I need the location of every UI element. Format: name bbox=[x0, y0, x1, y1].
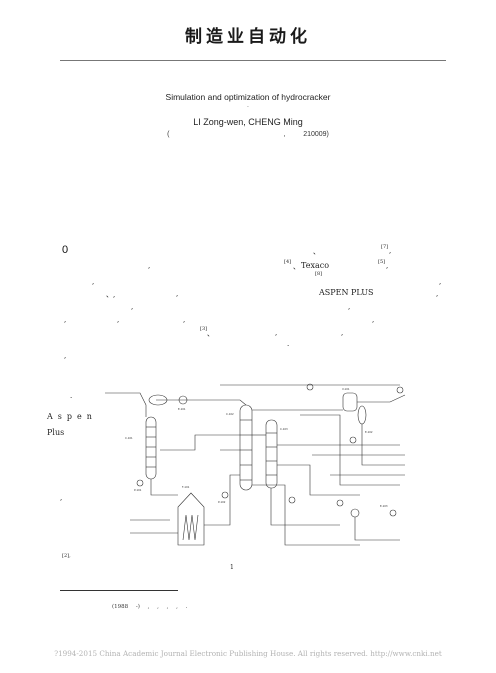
title-separator-dot: . bbox=[247, 103, 249, 109]
paper-affiliation: ( , 210009) bbox=[0, 131, 496, 138]
label-e101: E-101 bbox=[178, 407, 186, 411]
frag-dot-2: . bbox=[70, 392, 73, 400]
texaco: Texaco bbox=[301, 261, 330, 270]
drum-v103 bbox=[357, 405, 367, 425]
ref-5: [5] bbox=[378, 259, 386, 265]
affiliation-sep: , bbox=[283, 131, 286, 138]
ref-4: [4] bbox=[284, 259, 292, 265]
label-p101: P-101 bbox=[134, 488, 142, 492]
column-c102 bbox=[239, 404, 253, 491]
exchanger-e104 bbox=[350, 508, 360, 518]
footnote-rule bbox=[60, 590, 178, 591]
pump-p102 bbox=[221, 491, 229, 499]
label-c103: C-103 bbox=[280, 427, 288, 431]
frag-comma-9: , bbox=[348, 303, 351, 311]
figure-number: 1 bbox=[230, 564, 234, 571]
frag-comma-3: , bbox=[386, 262, 389, 270]
drum-v101 bbox=[342, 392, 358, 412]
pump-p103 bbox=[288, 496, 296, 504]
ref-7: [7] bbox=[381, 244, 389, 250]
frag-ideo-comma-1: 、 bbox=[313, 248, 320, 256]
frag-comma-17: , bbox=[60, 494, 63, 502]
column-c101 bbox=[145, 416, 157, 480]
label-c101: C-101 bbox=[125, 436, 133, 440]
paper-title: Simulation and optimization of hydrocrac… bbox=[165, 92, 331, 102]
exchanger-e106 bbox=[349, 436, 357, 444]
frag-comma-14: , bbox=[275, 329, 278, 337]
journal-masthead: 制造业自动化 bbox=[185, 27, 311, 47]
label-c102: C-102 bbox=[226, 412, 234, 416]
process-flow-diagram: C-101 C-102 C-103 E-101 F-101 P-101 V-10… bbox=[105, 383, 406, 546]
label-p102: P-102 bbox=[218, 500, 226, 504]
frag-comma-6: , bbox=[176, 290, 179, 298]
affiliation-open: ( bbox=[167, 131, 170, 138]
column-c103 bbox=[265, 419, 278, 489]
label-e103: E-103 bbox=[380, 504, 388, 508]
frag-ideo-comma-3: 、, bbox=[106, 291, 116, 299]
label-e102: E-102 bbox=[365, 430, 373, 434]
aspen-side-1: Aspen bbox=[47, 412, 97, 421]
frag-dot-1: . bbox=[287, 340, 290, 348]
frag-ideo-comma-4: 、 bbox=[207, 330, 214, 338]
pump-p104 bbox=[336, 499, 344, 507]
frag-comma-2: , bbox=[148, 262, 151, 270]
frag-comma-7: , bbox=[436, 290, 439, 298]
furnace-f101 bbox=[177, 492, 205, 546]
affiliation-code: 210009) bbox=[303, 131, 329, 138]
label-f101: F-101 bbox=[182, 485, 190, 489]
ref-8: [8] bbox=[315, 271, 323, 277]
frag-comma-10: , bbox=[64, 316, 67, 324]
frag-ideo-comma-2: 、 bbox=[293, 263, 300, 271]
author-footnote: (1988 -) , , , , . bbox=[112, 604, 188, 610]
frag-comma-4: , bbox=[92, 278, 95, 286]
ref-2: [2], bbox=[62, 553, 71, 559]
exchanger-e103 bbox=[396, 386, 404, 394]
pump-p101 bbox=[136, 479, 144, 487]
frag-comma-16: , bbox=[64, 352, 67, 360]
aspen-side-2: Plus bbox=[47, 428, 65, 437]
frag-comma-11: , bbox=[117, 316, 120, 324]
exchanger-e102 bbox=[306, 383, 314, 391]
section-number: 0 bbox=[62, 244, 69, 256]
frag-comma-5: , bbox=[439, 278, 442, 286]
copyright-notice: ?1994-2015 China Academic Journal Electr… bbox=[54, 649, 442, 658]
paper-authors: LI Zong-wen, CHENG Ming bbox=[193, 117, 303, 127]
ref-3: [3] bbox=[200, 326, 208, 332]
diagram-labels: C-101 C-102 C-103 E-101 F-101 P-101 V-10… bbox=[125, 387, 388, 508]
frag-comma-15: , bbox=[341, 329, 344, 337]
exchanger-e105 bbox=[389, 509, 397, 517]
header-rule bbox=[60, 60, 446, 61]
frag-comma-8: , bbox=[131, 303, 134, 311]
frag-comma-12: , bbox=[183, 316, 186, 324]
frag-comma-1: , bbox=[389, 247, 392, 255]
frag-comma-13: , bbox=[372, 316, 375, 324]
label-v101: V-101 bbox=[342, 387, 350, 391]
aspen-plus-mention: ASPEN PLUS bbox=[319, 288, 374, 297]
